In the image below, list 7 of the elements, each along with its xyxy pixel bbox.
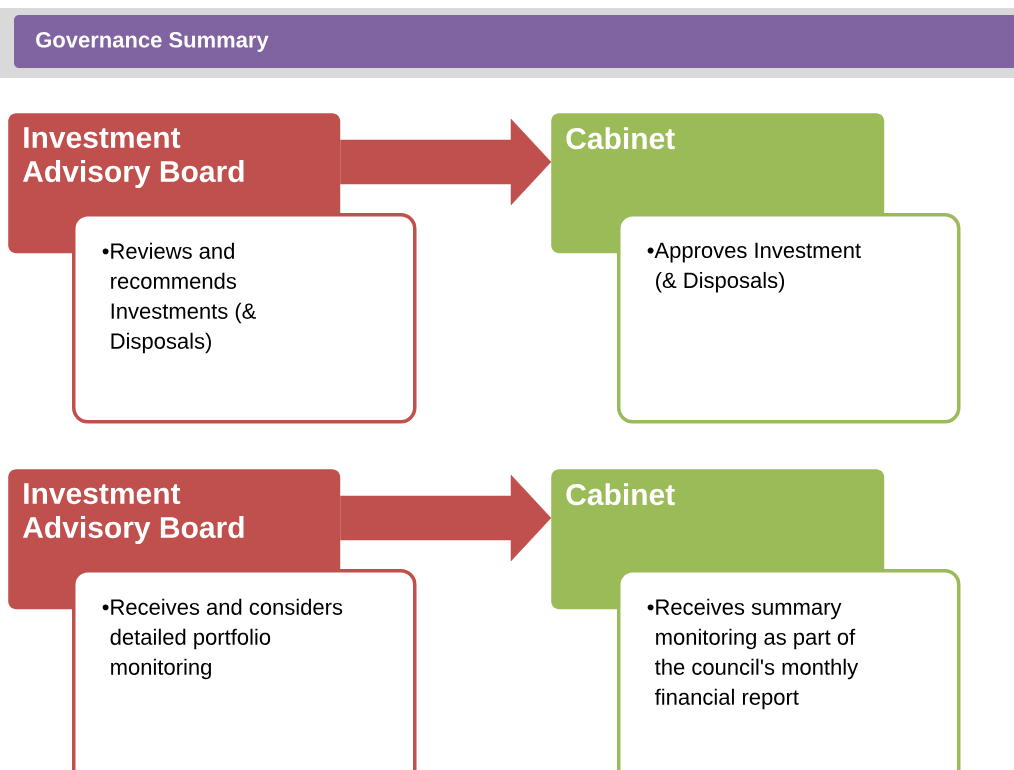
text-box: •Approves Investment (& Disposals) [617,213,961,424]
text-box: •Receives and considers detailed portfolio monitoring [72,569,417,770]
text-box: •Receives summary monitoring as part of the council's monthly financial report [617,569,961,770]
title-bar: Governance Summary [0,8,1014,78]
block-arrow [340,118,552,206]
block-arrow [340,474,552,562]
text-box: •Reviews and recommends Investments (& Disposals) [72,213,417,424]
